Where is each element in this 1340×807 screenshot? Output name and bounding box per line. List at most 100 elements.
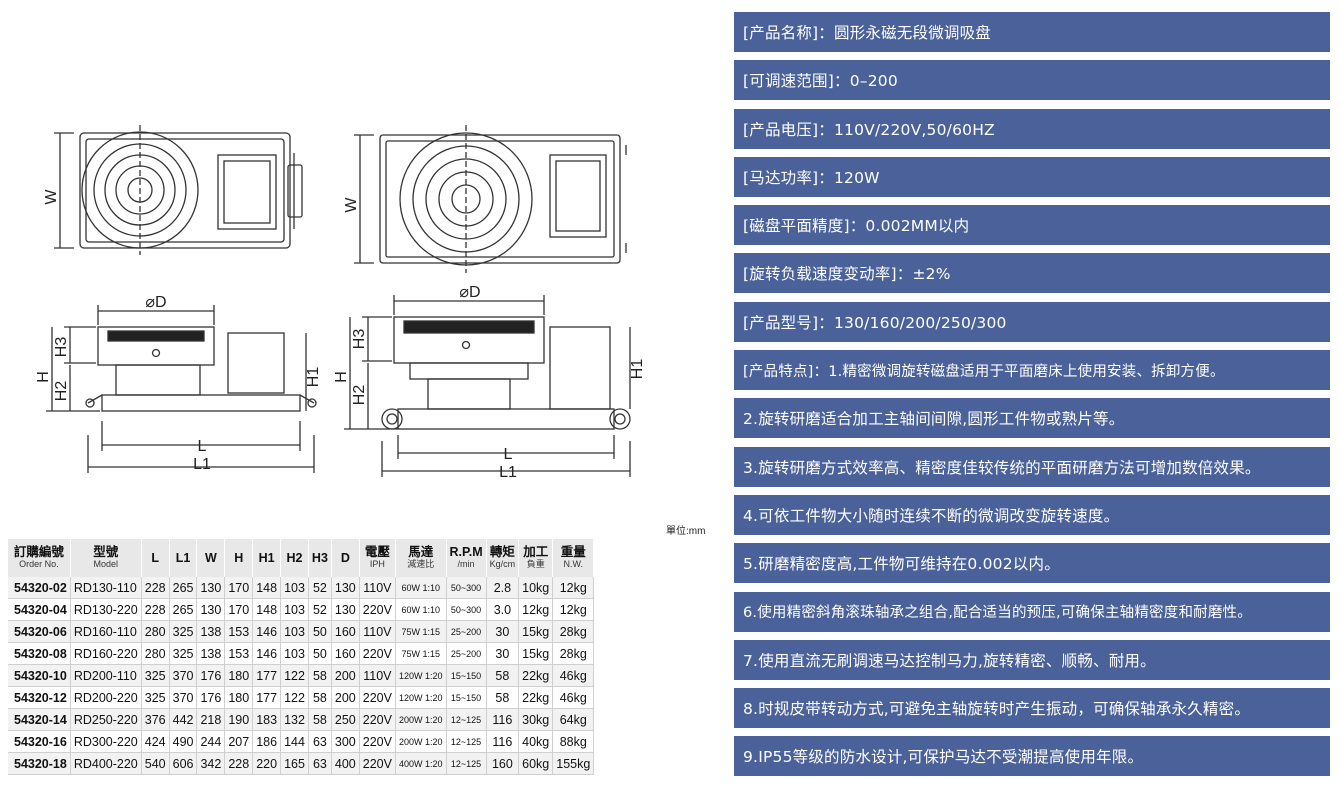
table-cell: 103	[280, 598, 309, 621]
table-cell: 228	[224, 752, 254, 775]
spec-list: [产品名称]：圆形永磁无段微调吸盘[可调速范围]：0–200[产品电压]：110…	[734, 12, 1330, 785]
table-cell: 180	[224, 686, 254, 709]
table-header-cell: 馬達減速比	[395, 539, 447, 577]
table-cell: 130	[331, 577, 360, 599]
table-cell: 52	[308, 598, 332, 621]
table-cell: 400	[331, 752, 360, 775]
drawing-panel: W W ⌀D H3 H H2 H1 L L1 ⌀D H3 H H2 H1 L L…	[8, 125, 706, 775]
header-main: W	[205, 551, 217, 565]
label-l1-left: L1	[193, 456, 211, 473]
header-main: L	[151, 551, 160, 565]
spec-item: [旋转负载速度变动率]：±2%	[734, 253, 1330, 294]
table-cell: 155kg	[552, 752, 595, 775]
header-sub: Kg/cm	[489, 559, 516, 569]
table-cell: 15~150	[446, 664, 487, 687]
table-cell: 250	[331, 708, 360, 731]
table-cell: 220	[252, 752, 282, 775]
table-cell: RD130-220	[70, 598, 142, 621]
table-cell: 200	[331, 664, 360, 687]
table-cell: 63	[308, 730, 332, 753]
table-cell: 30kg	[518, 708, 554, 731]
table-cell: 25~200	[446, 620, 487, 643]
spec-item: [可调速范围]：0–200	[734, 60, 1330, 101]
table-cell: RD250-220	[70, 708, 142, 731]
table-cell: 60W 1:10	[395, 577, 447, 599]
table-cell: 50~300	[446, 598, 487, 621]
table-cell: 116	[486, 708, 520, 731]
header-sub: Order No.	[19, 559, 59, 569]
spec-item: [磁盘平面精度]：0.002MM以内	[734, 205, 1330, 246]
table-cell: 54320-08	[8, 642, 71, 665]
spec-item: [产品特点]：1.精密微调旋转磁盘适用于平面磨床上使用安装、拆卸方便。	[734, 350, 1330, 391]
table-cell: 28kg	[552, 642, 595, 665]
table-cell: 12kg	[552, 598, 595, 621]
table-cell: 110V	[359, 620, 396, 643]
header-sub: Model	[93, 559, 119, 569]
header-main: H3	[311, 551, 328, 565]
top-view-left	[54, 125, 303, 255]
table-cell: 265	[169, 598, 198, 621]
label-l-left: L	[198, 438, 207, 455]
header-sub: 負重	[526, 559, 545, 569]
table-cell: 176	[196, 686, 226, 709]
table-cell: 160	[331, 642, 360, 665]
label-h-left: H	[35, 371, 52, 383]
header-sub: /min	[457, 559, 475, 569]
table-cell: 28kg	[552, 620, 595, 643]
table-header-cell: H	[224, 539, 254, 577]
table-header-cell: W	[196, 539, 226, 577]
table-cell: 146	[252, 620, 282, 643]
table-cell: 58	[308, 708, 332, 731]
table-cell: 220V	[359, 598, 396, 621]
table-cell: 130	[196, 598, 226, 621]
table-header-cell: D	[331, 539, 360, 577]
label-h-right: H	[333, 371, 350, 383]
header-main: 電壓	[364, 545, 390, 559]
table-cell: 120W 1:20	[395, 686, 447, 709]
table-cell: 424	[141, 730, 170, 753]
table-cell: 22kg	[518, 664, 554, 687]
spec-item: 3.旋转研磨方式效率高、精密度佳较传统的平面研磨方法可增加数倍效果。	[734, 446, 1330, 487]
spec-item: [马达功率]：120W	[734, 156, 1330, 197]
technical-drawing: W W ⌀D H3 H H2 H1 L L1 ⌀D H3 H H2 H1 L L…	[35, 125, 646, 481]
label-h1-left: H1	[305, 367, 322, 388]
table-cell: 60kg	[518, 752, 554, 775]
table-cell: 165	[280, 752, 309, 775]
table-cell: 58	[486, 664, 520, 687]
table-cell: 130	[196, 577, 226, 599]
table-cell: 138	[196, 642, 226, 665]
table-cell: 52	[308, 577, 332, 599]
table-cell: 342	[196, 752, 226, 775]
table-cell: 442	[169, 708, 198, 731]
table-cell: 177	[252, 664, 282, 687]
spec-item: 2.旋转研磨适合加工主轴间间隙,圆形工件物或熟片等。	[734, 398, 1330, 439]
table-cell: 25~200	[446, 642, 487, 665]
table-cell: 46kg	[552, 664, 595, 687]
unit-label: 單位:mm	[666, 526, 706, 537]
table-cell: 148	[252, 598, 282, 621]
table-cell: 116	[486, 730, 520, 753]
table-cell: 180	[224, 664, 254, 687]
table-cell: 400W 1:20	[395, 752, 447, 775]
table-cell: 10kg	[518, 577, 554, 599]
table-cell: 183	[252, 708, 282, 731]
table-cell: 153	[224, 620, 254, 643]
table-cell: 54320-04	[8, 598, 71, 621]
table-cell: 370	[169, 664, 198, 687]
table-cell: 153	[224, 642, 254, 665]
table-cell: 75W 1:15	[395, 620, 447, 643]
table-cell: 325	[169, 642, 198, 665]
header-main: 加工	[523, 545, 549, 559]
table-cell: 12kg	[518, 598, 554, 621]
header-main: 馬達	[408, 545, 434, 559]
table-cell: 148	[252, 577, 282, 599]
table-cell: 176	[196, 664, 226, 687]
